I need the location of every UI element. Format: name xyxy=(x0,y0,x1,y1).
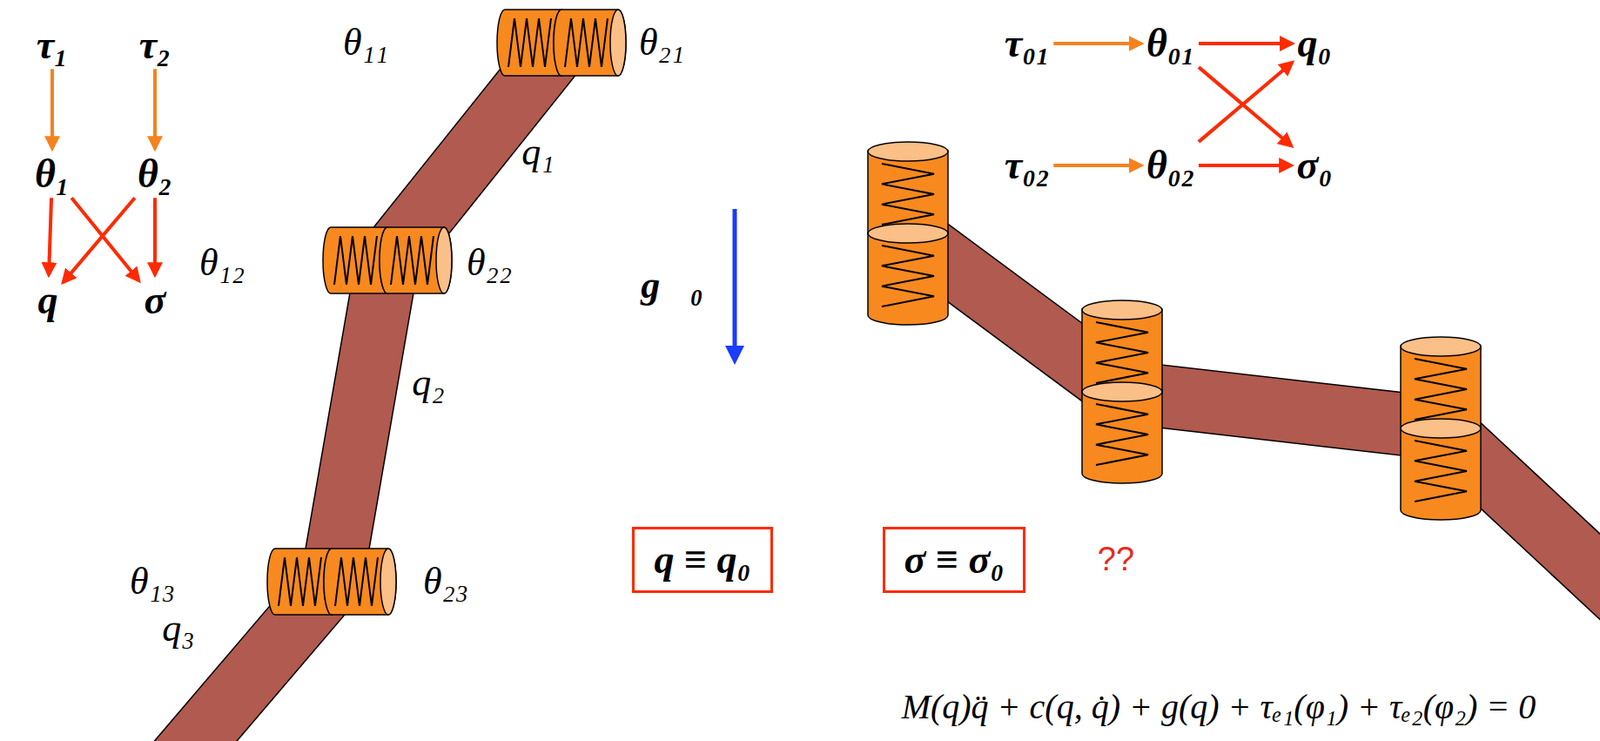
signal-arrow xyxy=(1198,62,1293,142)
signal-arrow xyxy=(71,197,139,281)
joint-variable: θ₁₁ xyxy=(342,21,389,64)
node-text: τ₁ xyxy=(36,23,68,68)
signal-arrow xyxy=(1053,163,1142,168)
node-text: τ₂ xyxy=(139,23,171,68)
dynamics-equation: M(q)q̈ + c(q, q̇) + g(q) + τₑ₁(φ₁) + τₑ₂… xyxy=(901,687,1537,727)
arm-link xyxy=(1118,360,1445,460)
node-text: τ₀₂ xyxy=(1004,143,1051,189)
node-text: σ xyxy=(144,278,167,323)
elastic-joint xyxy=(379,227,452,294)
signal-arrow xyxy=(50,68,54,148)
joint-variable: θ₂₂ xyxy=(466,242,512,284)
signal-symbol: θ₀₁ xyxy=(1144,21,1197,67)
signal-arrow xyxy=(153,68,157,148)
signal-symbol: q xyxy=(36,278,61,323)
signal-arrow xyxy=(48,197,52,275)
elastic-joint xyxy=(323,548,397,615)
arm-link xyxy=(301,255,419,587)
signal-symbol: θ₂ xyxy=(135,152,175,197)
node-text: τ₀₁ xyxy=(1004,21,1051,67)
node-text: q₀ xyxy=(1297,21,1332,67)
node-text: σ₀ xyxy=(1297,143,1333,189)
signal-arrow xyxy=(153,197,157,275)
signal-arrow xyxy=(1198,41,1293,46)
signal-symbol: σ xyxy=(142,278,169,323)
node-text: θ₂ xyxy=(137,152,173,197)
node-text: σ ≡ σ₀ xyxy=(904,537,1005,583)
identity-box: q ≡ q₀ xyxy=(631,526,773,594)
signal-arrow xyxy=(63,197,135,283)
node-text: θ₀₁ xyxy=(1146,21,1196,67)
signal-symbol: q₀ xyxy=(1295,21,1333,67)
question-mark: ?? xyxy=(1097,541,1135,579)
gravity-arrow xyxy=(732,208,738,356)
signal-symbol: σ₀ xyxy=(1295,143,1335,189)
joint-variable: q₃ xyxy=(161,607,195,650)
signal-arrow xyxy=(1053,41,1142,46)
joint-variable: θ₁₂ xyxy=(199,242,245,284)
node-text: q xyxy=(38,278,59,323)
gravity-label: g⃗₀ xyxy=(640,264,704,307)
joint-variable: θ₁₃ xyxy=(129,560,175,603)
node-text: q ≡ q₀ xyxy=(653,537,751,583)
signal-symbol: θ₁ xyxy=(33,152,72,197)
joint-variable: q₂ xyxy=(411,362,444,404)
elastic-joint xyxy=(867,141,948,243)
identity-box: σ ≡ σ₀ xyxy=(882,526,1027,594)
joint-variable: q₁ xyxy=(521,131,554,174)
signal-symbol: τ₀₂ xyxy=(1002,143,1053,189)
elastic-joint xyxy=(553,9,626,76)
signal-symbol: τ₁ xyxy=(34,23,70,68)
elastic-joint xyxy=(1082,300,1163,402)
node-text: θ₀₂ xyxy=(1146,143,1196,189)
node-text: θ₁ xyxy=(34,152,70,197)
elastic-joint xyxy=(1400,336,1481,438)
elastic-joint xyxy=(867,223,948,325)
signal-symbol: τ₂ xyxy=(137,23,173,68)
signal-arrow xyxy=(1198,163,1292,168)
joint-variable: θ₂₁ xyxy=(638,21,685,64)
elastic-joint xyxy=(1400,418,1481,520)
joint-variable: θ₂₃ xyxy=(423,560,469,603)
elastic-joint xyxy=(1082,382,1163,484)
signal-symbol: τ₀₁ xyxy=(1002,21,1053,67)
signal-symbol: θ₀₂ xyxy=(1144,143,1197,189)
signal-arrow xyxy=(1198,67,1292,146)
